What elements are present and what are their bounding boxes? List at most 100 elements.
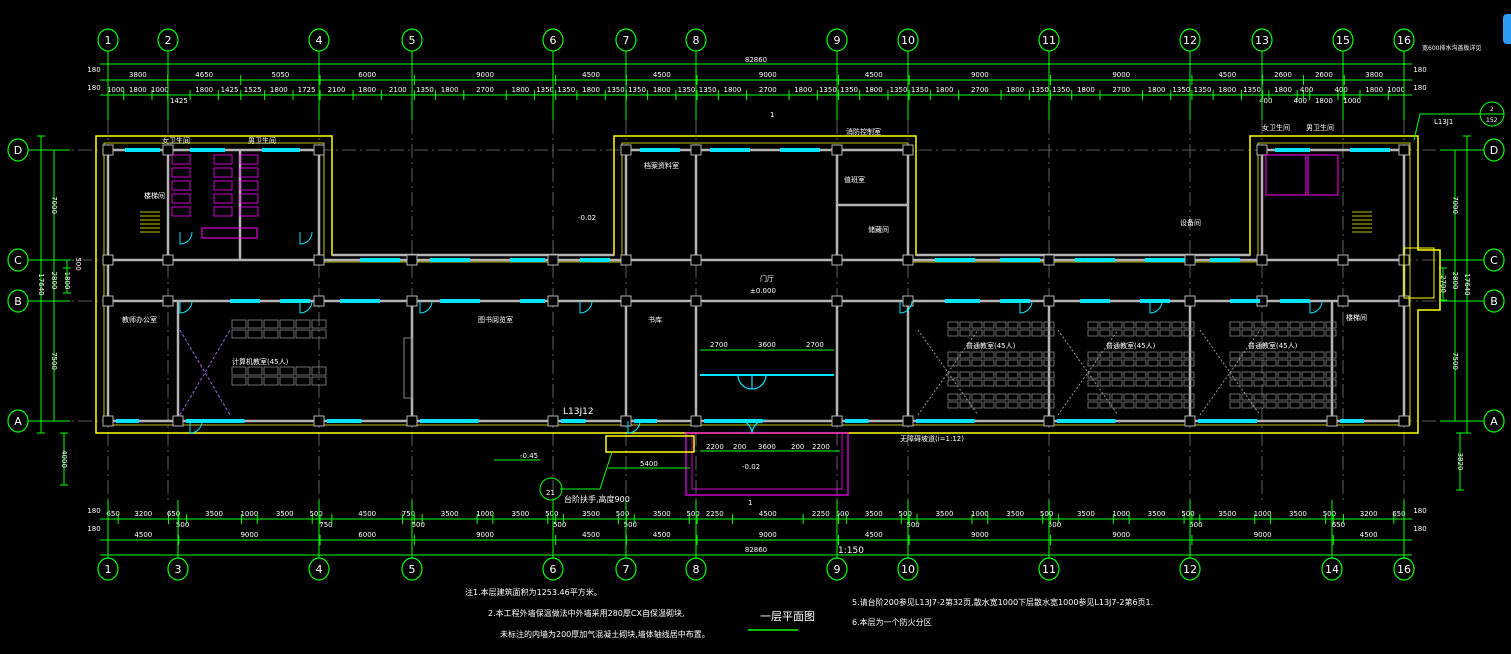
note-1: 注1.本层建筑面积为1253.46平方米。 — [465, 587, 602, 597]
detail-dim-bottom: 3500 — [1148, 510, 1166, 518]
column — [831, 254, 843, 266]
axis-top-13-label: 13 — [1255, 34, 1269, 47]
column — [547, 295, 559, 307]
desk — [1241, 379, 1253, 387]
desk — [1289, 379, 1301, 387]
desk — [971, 379, 983, 387]
detail-ref: L13J12 — [563, 407, 594, 417]
door — [1149, 300, 1163, 314]
desk — [959, 393, 971, 401]
desk — [1007, 329, 1019, 337]
desk — [1031, 329, 1043, 337]
desk — [1087, 329, 1099, 337]
room-label-storage: 储藏间 — [868, 225, 889, 234]
desk — [1325, 401, 1337, 409]
column — [620, 295, 632, 307]
detail-dim-top: 1800 — [195, 86, 213, 94]
room-label-stair-left: 楼梯间 — [144, 191, 165, 200]
axis-dim-bottom: 9000 — [476, 531, 494, 539]
lobby-level: ±0.000 — [750, 287, 776, 295]
axis-dim-top: 2600 — [1274, 71, 1292, 79]
desk — [1183, 371, 1195, 379]
window — [186, 419, 245, 423]
detail-dim-bottom: 3500 — [1289, 510, 1307, 518]
detail-dim-top: 1800 — [1148, 86, 1166, 94]
desk — [1171, 393, 1183, 401]
desk — [959, 351, 971, 359]
desk — [1265, 401, 1277, 409]
desk — [1313, 393, 1325, 401]
bookshelf — [403, 337, 413, 399]
general-notes: 注1.本层建筑面积为1253.46平方米。 2.本工程外墙保温做法中外墙采用28… — [465, 587, 1153, 639]
lobby-doors — [737, 374, 767, 435]
desk — [1171, 351, 1183, 359]
desk — [947, 351, 959, 359]
desk — [971, 321, 983, 329]
desk — [1325, 351, 1337, 359]
detail-dim-top: 1350 — [1243, 86, 1261, 94]
desk — [1043, 351, 1055, 359]
desk — [295, 319, 311, 329]
column — [902, 295, 914, 307]
lobby-dim: 3600 — [758, 341, 776, 349]
desk — [1111, 371, 1123, 379]
desk — [1301, 393, 1313, 401]
side-panel-tab[interactable] — [1503, 14, 1511, 44]
building-outline — [95, 135, 1441, 434]
column — [406, 295, 418, 307]
desk — [1277, 379, 1289, 387]
entry-dim: 2200 — [706, 443, 724, 451]
detail-dim-top: 400 — [1259, 97, 1272, 105]
desk — [959, 321, 971, 329]
note-3: 未标注的内墙为200厚加气混凝土砌块,墙体轴线居中布置。 — [500, 629, 710, 639]
window — [1210, 258, 1240, 262]
detail-dim-bottom: 500 — [686, 510, 699, 518]
desk — [1111, 379, 1123, 387]
desk — [1043, 321, 1055, 329]
desk — [983, 329, 995, 337]
desk — [1277, 329, 1289, 337]
desk — [1183, 359, 1195, 367]
note-2: 2.本工程外墙保温做法中外墙采用280厚CX自保温砌块, — [488, 608, 685, 618]
window — [1280, 299, 1310, 303]
accessible-note: 无障碍坡道(i=1:12) — [900, 434, 964, 443]
desk — [263, 329, 279, 339]
toilet-stall — [213, 167, 233, 178]
desk — [1031, 351, 1043, 359]
column — [1184, 295, 1196, 307]
room-label-fire: 消防控制室 — [846, 127, 881, 136]
entrance-canopy-inner — [691, 432, 843, 490]
window — [420, 419, 479, 423]
axis-dim-top: 9000 — [1112, 71, 1130, 79]
detail-dim-top: 1350 — [628, 86, 646, 94]
column — [162, 295, 174, 307]
desk — [1111, 321, 1123, 329]
axis-left-D-label: D — [14, 144, 22, 157]
desk — [1171, 379, 1183, 387]
note-6: 6.本层为一个防火分区 — [852, 617, 932, 627]
window — [916, 419, 975, 423]
desk — [1031, 393, 1043, 401]
detail-dim-top: 1800 — [936, 86, 954, 94]
desk — [1147, 371, 1159, 379]
desk — [995, 359, 1007, 367]
desk — [1253, 371, 1265, 379]
desk — [971, 401, 983, 409]
column — [313, 415, 325, 427]
column — [1184, 254, 1196, 266]
desk — [1253, 393, 1265, 401]
door — [419, 300, 433, 314]
desk — [1171, 401, 1183, 409]
column — [406, 254, 418, 266]
handrail-note: 台阶扶手,高度900 — [564, 494, 630, 504]
desk — [1147, 359, 1159, 367]
axis-dim-top: 3800 — [129, 71, 147, 79]
column — [102, 254, 114, 266]
column — [831, 415, 843, 427]
axis-top-16-label: 16 — [1397, 34, 1411, 47]
detail-dim-top: 1800 — [582, 86, 600, 94]
desk — [1301, 371, 1313, 379]
desk — [1111, 329, 1123, 337]
room-label-classroom-3: 普通教室(45人) — [1248, 341, 1298, 350]
edge-dim: 180 — [87, 525, 100, 533]
